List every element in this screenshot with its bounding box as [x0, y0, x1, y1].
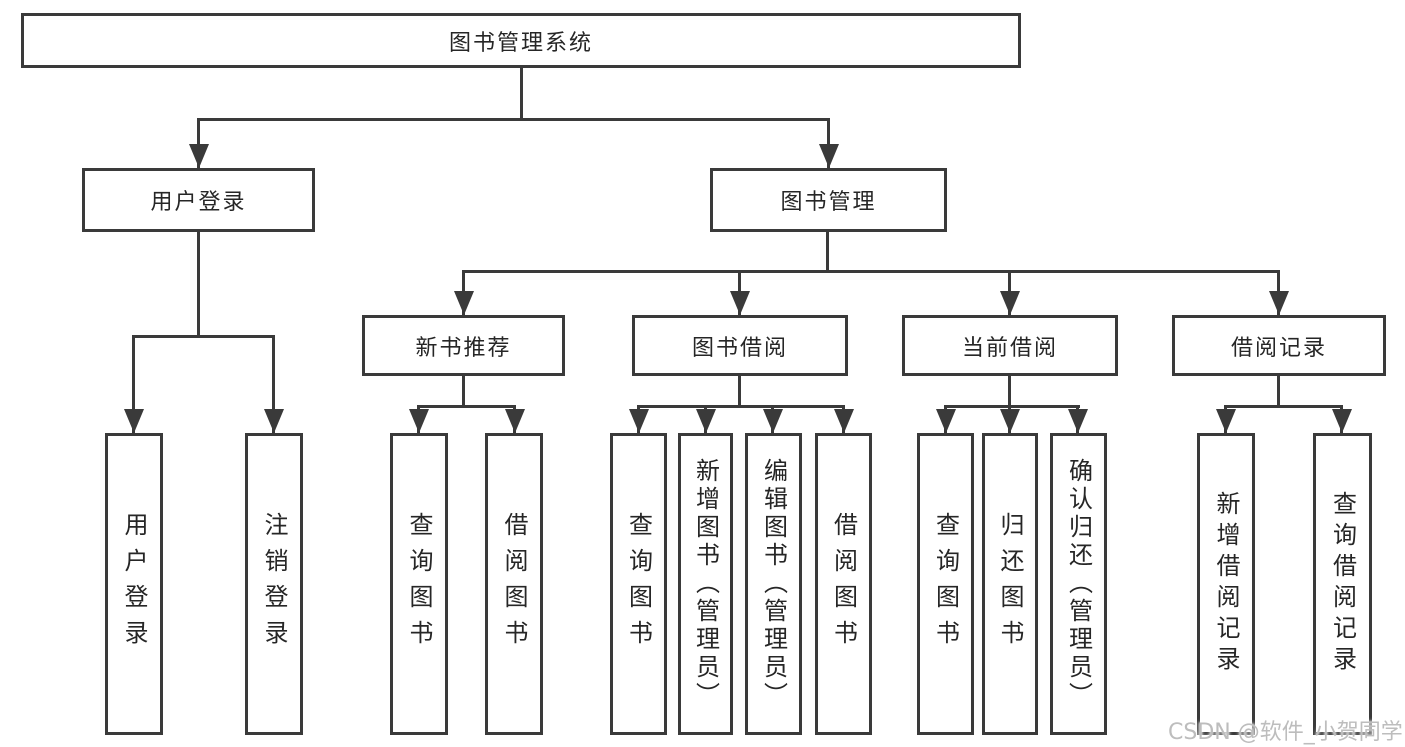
leaf-return-books: 归还图书 — [982, 433, 1038, 735]
node-label: 查询图书 — [405, 512, 433, 656]
node-label: 编辑图书（管理员） — [759, 458, 788, 710]
arrow-down-icon — [197, 118, 200, 168]
node-book-borrowing: 图书借阅 — [632, 315, 848, 376]
node-label: 新增图书（管理员） — [691, 458, 720, 710]
arrow-down-icon — [1277, 270, 1280, 315]
connector-records-bus — [1224, 405, 1343, 408]
node-label: 借阅图书 — [829, 512, 858, 656]
arrow-down-icon — [132, 335, 135, 433]
connector-bookmgmt-bus — [462, 270, 1280, 273]
node-label: 借阅记录 — [1230, 335, 1327, 361]
arrow-down-icon — [738, 270, 741, 315]
node-borrow-records: 借阅记录 — [1172, 315, 1386, 376]
connector-borrow-bus — [637, 405, 845, 408]
connector-root-bus — [197, 118, 830, 121]
node-user-login: 用户登录 — [82, 168, 315, 232]
node-label: 归还图书 — [996, 512, 1024, 656]
arrow-down-icon — [637, 405, 640, 433]
node-book-management: 图书管理 — [710, 168, 947, 232]
node-new-book-recommend: 新书推荐 — [362, 315, 565, 376]
arrow-down-icon — [272, 335, 275, 433]
leaf-add-borrow-record: 新增借阅记录 — [1197, 433, 1255, 735]
node-label: 图书管理 — [780, 190, 877, 215]
node-library-system: 图书管理系统 — [21, 13, 1021, 68]
arrow-down-icon — [1340, 405, 1343, 433]
leaf-query-borrow-record: 查询借阅记录 — [1313, 433, 1372, 735]
node-label: 确认归还（管理员） — [1064, 458, 1093, 710]
connector-userlogin-stub — [197, 232, 200, 335]
node-label: 图书管理系统 — [448, 30, 593, 56]
connector-current-stub — [1008, 376, 1011, 405]
node-label: 用户登录 — [150, 190, 247, 215]
watermark: CSDN @软件_小贺同学 — [1168, 720, 1403, 745]
arrow-down-icon — [1076, 405, 1079, 433]
leaf-confirm-return-admin: 确认归还（管理员） — [1050, 433, 1107, 735]
arrow-down-icon — [944, 405, 947, 433]
connector-newbook-bus — [417, 405, 516, 408]
arrow-down-icon — [1224, 405, 1227, 433]
node-label: 新增借阅记录 — [1212, 491, 1240, 677]
node-label: 借阅图书 — [500, 512, 528, 656]
arrow-down-icon — [417, 405, 420, 433]
leaf-query-books-recommend: 查询图书 — [390, 433, 448, 735]
leaf-borrow-books-recommend: 借阅图书 — [485, 433, 543, 735]
arrow-down-icon — [704, 405, 707, 433]
connector-records-stub — [1277, 376, 1280, 405]
node-label: 查询图书 — [931, 512, 960, 656]
arrow-down-icon — [771, 405, 774, 433]
arrow-down-icon — [1008, 405, 1011, 433]
arrow-down-icon — [462, 270, 465, 315]
leaf-add-books-admin: 新增图书（管理员） — [678, 433, 733, 735]
node-label: 查询借阅记录 — [1328, 491, 1357, 677]
connector-userlogin-bus — [132, 335, 275, 338]
connector-root-stub — [520, 68, 523, 118]
connector-bookmgmt-stub — [826, 232, 829, 270]
node-label: 注销登录 — [260, 512, 288, 656]
leaf-user-login: 用户登录 — [105, 433, 163, 735]
leaf-logout: 注销登录 — [245, 433, 303, 735]
node-label: 用户登录 — [120, 512, 148, 656]
arrow-down-icon — [827, 118, 830, 168]
leaf-edit-books-admin: 编辑图书（管理员） — [745, 433, 802, 735]
connector-borrow-stub — [738, 376, 741, 405]
leaf-query-books-current: 查询图书 — [917, 433, 974, 735]
arrow-down-icon — [842, 405, 845, 433]
node-label: 查询图书 — [624, 512, 653, 656]
arrow-down-icon — [513, 405, 516, 433]
leaf-query-books-borrowing: 查询图书 — [610, 433, 667, 735]
leaf-borrow-books: 借阅图书 — [815, 433, 872, 735]
node-label: 当前借阅 — [961, 335, 1058, 361]
connector-newbook-stub — [462, 376, 465, 405]
node-label: 新书推荐 — [415, 335, 512, 361]
node-label: 图书借阅 — [691, 335, 788, 361]
arrow-down-icon — [1008, 270, 1011, 315]
connector-current-bus — [944, 405, 1080, 408]
node-current-borrowing: 当前借阅 — [902, 315, 1118, 376]
